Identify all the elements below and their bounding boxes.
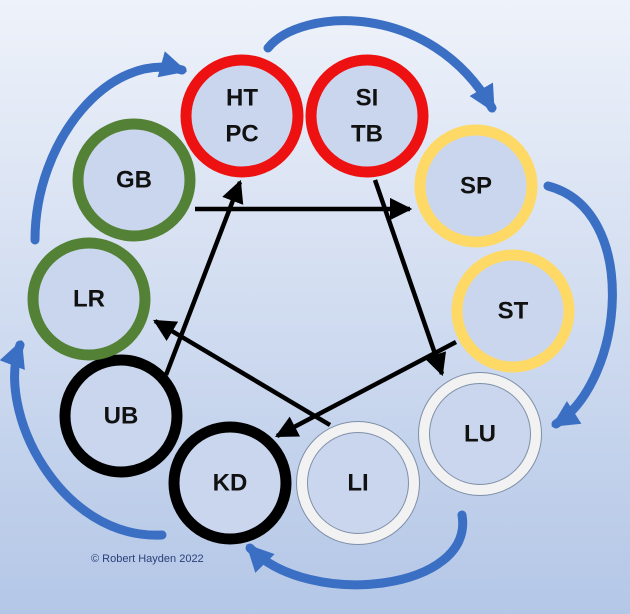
node-label-lr: LR bbox=[73, 286, 105, 313]
node-label-si-tb-2: TB bbox=[351, 121, 383, 148]
node-label-st: ST bbox=[498, 298, 529, 325]
node-sp: SP bbox=[414, 124, 538, 248]
node-kd: KD bbox=[168, 421, 292, 545]
node-ring-ub bbox=[59, 354, 183, 478]
arrow-ub-to-ht bbox=[163, 179, 244, 376]
node-label-lu: LU bbox=[464, 421, 496, 448]
arrow-kd-to-lr bbox=[0, 339, 167, 540]
node-lr: LR bbox=[27, 237, 151, 361]
node-ring-outline-lu bbox=[418, 372, 542, 496]
node-ring-si-tb bbox=[305, 54, 429, 178]
arrow-lu-to-kd bbox=[245, 510, 468, 590]
node-label-gb: GB bbox=[116, 167, 152, 194]
node-ring-inner-outline-lu bbox=[429, 383, 531, 485]
node-ring-kd bbox=[168, 421, 292, 545]
node-label-kd: KD bbox=[213, 470, 248, 497]
copyright-text: © Robert Hayden 2022 bbox=[91, 553, 204, 565]
node-ring-lu bbox=[418, 372, 542, 496]
node-label-ht-pc-1: HT bbox=[226, 85, 258, 112]
arrow-tb-to-lu bbox=[372, 179, 447, 377]
generating-cycle-arrows bbox=[0, 16, 617, 590]
node-ring-sp bbox=[414, 124, 538, 248]
node-st: ST bbox=[451, 249, 575, 373]
node-ring-inner-outline-li bbox=[307, 432, 409, 534]
node-ring-lr bbox=[27, 237, 151, 361]
node-label-li: LI bbox=[347, 470, 368, 497]
node-ring-li bbox=[296, 421, 420, 545]
node-ring-st bbox=[451, 249, 575, 373]
node-label-ht-pc-2: PC bbox=[225, 121, 258, 148]
node-ht-pc: HT PC bbox=[180, 54, 304, 178]
arrow-st-to-kd bbox=[275, 340, 458, 438]
organ-nodes: HT PC SI TB SP ST LU LI KD UB LR GB bbox=[27, 54, 575, 545]
node-label-sp: SP bbox=[460, 173, 492, 200]
arrow-li-to-lr bbox=[153, 319, 332, 427]
node-si-tb: SI TB bbox=[305, 54, 429, 178]
node-label-si-tb-1: SI bbox=[356, 85, 379, 112]
node-lu: LU bbox=[418, 372, 542, 496]
node-ring-ht-pc bbox=[180, 54, 304, 178]
arrow-lr-to-ht bbox=[30, 51, 188, 245]
node-li: LI bbox=[296, 421, 420, 545]
node-ring-outline-li bbox=[296, 421, 420, 545]
node-ub: UB bbox=[59, 354, 183, 478]
arrow-sp-to-lu bbox=[543, 181, 617, 429]
node-label-ub: UB bbox=[104, 403, 139, 430]
controlling-cycle-arrows bbox=[153, 179, 458, 438]
node-ring-gb bbox=[72, 118, 196, 242]
node-gb: GB bbox=[72, 118, 196, 242]
arrow-ht-to-sp bbox=[263, 16, 497, 113]
